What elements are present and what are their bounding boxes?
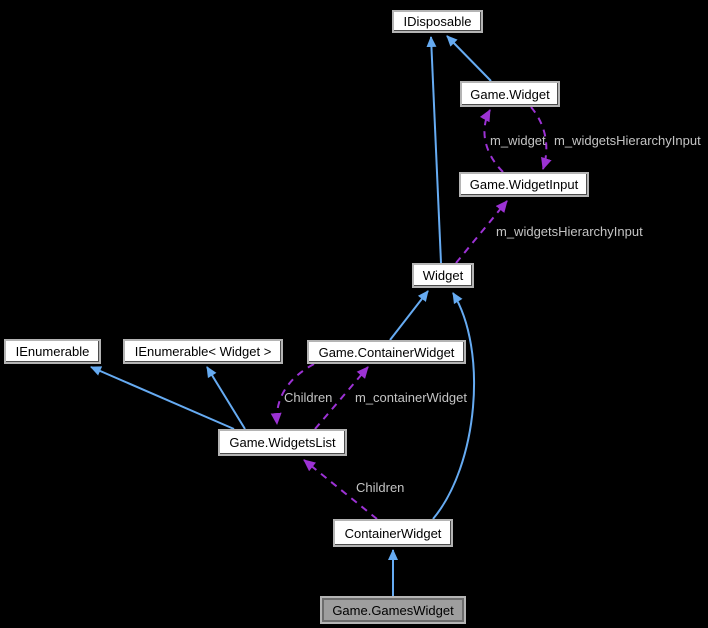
edge-game-widget-to-game-widgetinput-hierarchyinput: [530, 106, 552, 170]
edge-label-children-upper: Children: [284, 390, 333, 405]
class-node-game-gameswidget[interactable]: Game.GamesWidget: [320, 596, 466, 624]
class-node-game-widget[interactable]: Game.Widget: [460, 81, 560, 107]
edge-label-m-widget: m_widget: [490, 133, 546, 148]
edge-label-m-containerwidget: m_containerWidget: [355, 390, 467, 405]
edge-game-containerwidget-to-widget: [389, 290, 429, 341]
edge-game-widgetslist-to-game-containerwidget-m-containerwidget: [314, 366, 369, 430]
edge-game-widgetslist-to-ienumerable: [90, 366, 235, 430]
class-node-idisposable[interactable]: IDisposable: [392, 10, 483, 33]
class-node-game-widgetinput[interactable]: Game.WidgetInput: [459, 172, 589, 197]
class-node-containerwidget[interactable]: ContainerWidget: [333, 519, 453, 547]
class-node-game-containerwidget[interactable]: Game.ContainerWidget: [307, 340, 466, 364]
edge-widget-to-game-widgetinput-hierarchyinput: [455, 200, 508, 264]
class-node-widget[interactable]: Widget: [412, 263, 474, 288]
class-node-ienumerable-widget[interactable]: IEnumerable< Widget >: [123, 339, 283, 364]
edge-containerwidget-to-widget: [432, 292, 475, 520]
edge-label-m-widgetshierarchyinput-mid: m_widgetsHierarchyInput: [496, 224, 643, 239]
class-node-ienumerable[interactable]: IEnumerable: [4, 339, 101, 364]
edge-containerwidget-to-game-widgetslist-children: [303, 459, 378, 520]
edge-game-containerwidget-to-game-widgetslist-children: [270, 363, 315, 425]
edge-label-children-lower: Children: [356, 480, 405, 495]
edge-game-widgetslist-to-ienumerable-widget: [206, 366, 246, 430]
edge-widget-to-idisposable: [426, 36, 442, 264]
edge-label-m-widgetshierarchyinput-top: m_widgetsHierarchyInput: [554, 133, 701, 148]
edge-game-widget-to-idisposable: [446, 35, 492, 82]
class-node-game-widgetslist[interactable]: Game.WidgetsList: [218, 429, 347, 456]
